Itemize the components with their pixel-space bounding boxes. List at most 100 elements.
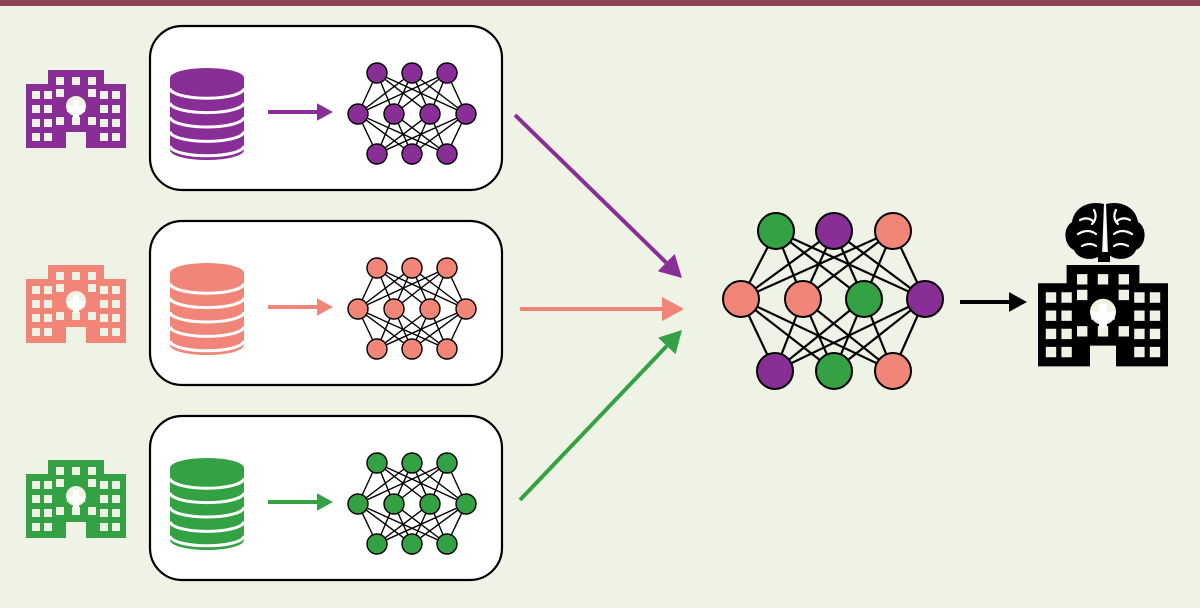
neural-network-icon	[347, 257, 477, 360]
network-edge	[775, 229, 926, 301]
brain-fold	[1113, 208, 1120, 226]
site-salmon	[26, 219, 504, 387]
network-node	[401, 143, 423, 165]
network-node	[347, 103, 369, 125]
database-separator	[168, 492, 246, 505]
arrow-head	[317, 103, 333, 121]
network-edge	[774, 298, 865, 372]
network-edge	[774, 298, 926, 372]
arrow-head	[658, 330, 682, 355]
network-edge	[393, 462, 448, 505]
network-edge	[357, 72, 448, 115]
network-edge	[393, 72, 448, 115]
network-node	[815, 212, 853, 250]
network-node	[874, 212, 912, 250]
network-edge	[357, 462, 448, 505]
network-node	[401, 257, 423, 279]
network-node	[366, 338, 388, 360]
arrow-shaft	[513, 113, 668, 265]
network-node	[383, 103, 405, 125]
neural-network-icon	[347, 62, 477, 165]
network-edge	[393, 267, 448, 310]
network-node	[366, 143, 388, 165]
network-node	[401, 452, 423, 474]
arrow-head	[662, 296, 684, 322]
site-arrow	[268, 103, 333, 121]
database-top	[170, 68, 244, 88]
brain-icon	[1065, 202, 1145, 262]
database-separator	[168, 311, 246, 324]
database-separator	[168, 297, 246, 310]
network-node	[874, 352, 912, 390]
network-node	[757, 212, 795, 250]
database-icon	[168, 263, 246, 355]
network-node	[401, 62, 423, 84]
database-separator	[168, 87, 246, 100]
neural-network-icon	[347, 452, 477, 555]
network-edge	[376, 308, 431, 350]
network-node	[347, 493, 369, 515]
database-top	[170, 458, 244, 478]
hospital-building-icon	[1038, 265, 1168, 367]
network-node	[722, 280, 760, 318]
network-node	[347, 298, 369, 320]
network-node	[401, 338, 423, 360]
network-node	[436, 533, 458, 555]
brain-fold	[1112, 229, 1134, 236]
network-edge	[357, 72, 413, 115]
network-node	[419, 298, 441, 320]
brain-fold	[1112, 242, 1130, 248]
database-separator	[168, 326, 246, 338]
site-arrow	[268, 493, 333, 511]
arrow-head	[317, 493, 333, 511]
hospital-building-icon	[26, 265, 126, 343]
network-node	[436, 452, 458, 474]
network-node	[784, 280, 822, 318]
network-edge	[740, 298, 894, 372]
network-edge	[740, 229, 894, 301]
network-node	[366, 257, 388, 279]
network-edge	[376, 503, 431, 545]
network-edge	[357, 462, 413, 505]
network-node	[436, 62, 458, 84]
network-node	[401, 533, 423, 555]
brain-fold	[1090, 208, 1097, 226]
network-node	[436, 257, 458, 279]
network-edge	[376, 113, 431, 155]
network-node	[436, 143, 458, 165]
network-node	[455, 298, 477, 320]
network-node	[845, 280, 883, 318]
network-edge	[740, 298, 835, 372]
network-edge	[376, 113, 467, 155]
database-separator	[168, 131, 246, 143]
network-edge	[376, 308, 467, 350]
network-edge	[357, 267, 448, 310]
database-separator	[168, 521, 246, 533]
network-node	[366, 452, 388, 474]
brain-fold	[1076, 229, 1098, 236]
network-edge	[740, 230, 835, 300]
site-green	[26, 414, 504, 582]
hospital-building-icon	[26, 460, 126, 538]
brain-stem	[1098, 252, 1110, 262]
network-node	[455, 103, 477, 125]
global-model-network	[722, 212, 944, 390]
database-separator	[168, 340, 246, 353]
network-edge	[376, 503, 467, 545]
database-separator	[168, 282, 246, 295]
output-arrow	[960, 292, 1027, 312]
network-node	[419, 493, 441, 515]
network-node	[815, 352, 853, 390]
arrow-head	[1009, 292, 1027, 312]
network-node	[419, 103, 441, 125]
database-separator	[168, 102, 246, 115]
network-node	[455, 493, 477, 515]
network-edge	[411, 503, 467, 545]
database-icon	[168, 68, 246, 160]
network-node	[383, 298, 405, 320]
site-purple	[26, 24, 504, 192]
top-rule	[0, 0, 1200, 6]
network-edge	[833, 298, 926, 372]
network-node	[383, 493, 405, 515]
